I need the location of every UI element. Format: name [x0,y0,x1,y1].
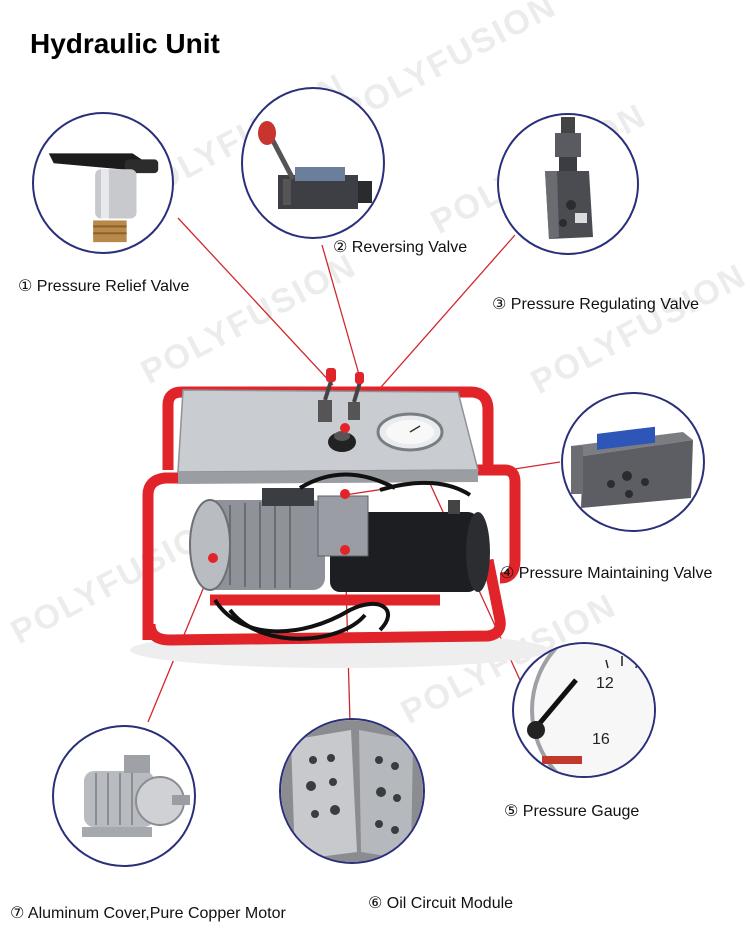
levers [318,368,364,422]
motor-body [189,488,325,591]
callout-label-pressure-maintaining-valve: ④ Pressure Maintaining Valve [500,565,713,582]
gauge-tick-16: 16 [592,731,610,748]
callout-label-pressure-regulating-valve: ③ Pressure Regulating Valve [492,296,700,313]
reversing-valve-image [241,87,385,239]
callout-label-oil-circuit-module: ⑥ Oil Circuit Module [368,895,514,912]
regulating-knob [328,423,356,452]
panel-gauge [376,412,444,452]
pressure-relief-valve-image [32,112,174,254]
gauge-tick-12: 12 [596,675,614,692]
pressure-maintaining-valve-image [561,392,705,532]
hoses [213,472,472,641]
motor-image [52,725,196,867]
callout-label-pressure-gauge: ⑤ Pressure Gauge [504,803,640,820]
callout-label-motor: ⑦ Aluminum Cover,Pure Copper Motor [10,905,286,922]
oil-circuit-block [317,489,369,557]
callout-label-pressure-relief-valve: ① Pressure Relief Valve [18,278,190,295]
page-title: Hydraulic Unit [30,28,220,59]
callout-label-reversing-valve: ② Reversing Valve [333,239,468,256]
pressure-gauge-image: 12 16 [512,642,656,778]
pressure-regulating-valve-image [497,113,639,255]
oil-circuit-module-image [279,718,425,864]
